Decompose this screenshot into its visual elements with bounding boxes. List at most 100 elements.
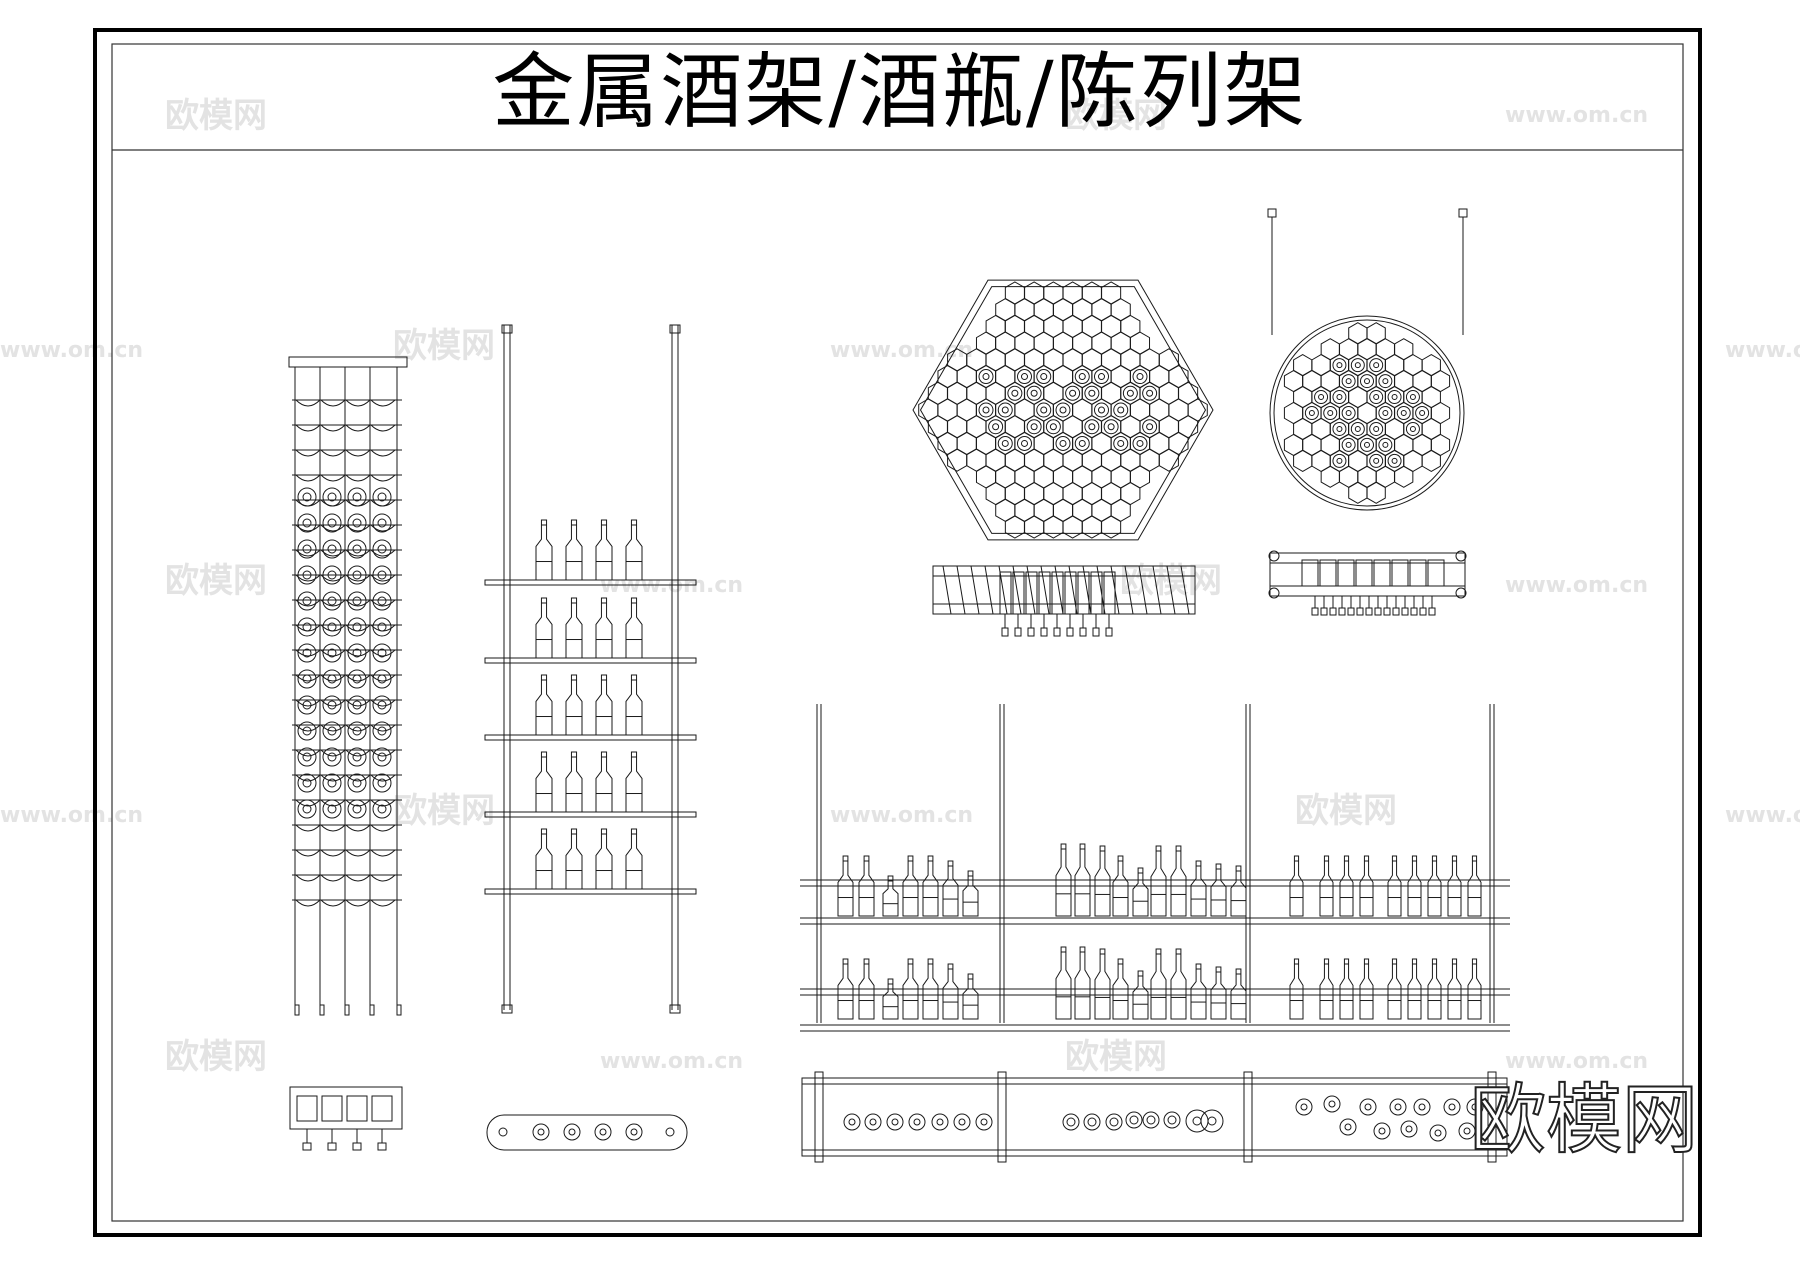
hexagon-rack-side-view	[932, 565, 1196, 637]
bottle	[1170, 845, 1187, 917]
bottle	[535, 519, 553, 581]
bottle	[1467, 958, 1482, 1020]
watermark-text: 欧模网	[1295, 791, 1397, 831]
bottle	[962, 870, 979, 917]
bottle	[1407, 958, 1422, 1020]
pole-shelf-wine-rack	[484, 324, 697, 1014]
bottle	[1170, 948, 1187, 1020]
bottle	[922, 958, 939, 1020]
watermark-url: www.om.cn	[1505, 103, 1648, 128]
bottle	[882, 875, 899, 917]
bottle	[902, 855, 919, 917]
bottle	[1230, 968, 1247, 1020]
brand-logo: 欧模网	[1469, 1075, 1699, 1164]
watermark-text: 欧模网	[393, 791, 495, 831]
watermark-url: www.om.cn	[600, 1049, 743, 1074]
hexagon-honeycomb-rack	[912, 279, 1214, 541]
bottle	[1210, 863, 1227, 917]
watermark-text: 欧模网	[1065, 96, 1167, 136]
bottle	[565, 597, 583, 659]
bottle	[942, 963, 959, 1020]
bottle	[942, 860, 959, 917]
bottle	[625, 597, 643, 659]
bottle	[1074, 843, 1091, 917]
bottle	[1387, 958, 1402, 1020]
watermark-url: www.om.cn	[1725, 338, 1800, 363]
bottle	[595, 674, 613, 736]
three-bay-display-shelf	[800, 704, 1510, 1032]
bottle	[595, 828, 613, 890]
watermark-url: www.om.cn	[0, 338, 143, 363]
drawing-title: 金属酒架/酒瓶/陈列架	[492, 45, 1308, 140]
bottle	[1132, 867, 1149, 917]
bottle	[1407, 855, 1422, 917]
bottle	[595, 597, 613, 659]
bottle	[1467, 855, 1482, 917]
watermark-url: www.om.cn	[0, 803, 143, 828]
inner-frame	[111, 43, 1684, 1222]
bottle	[1190, 963, 1207, 1020]
bottle	[962, 973, 979, 1020]
bottle	[1055, 946, 1072, 1020]
bottle	[1387, 855, 1402, 917]
bottle	[1359, 855, 1374, 917]
bottle	[1339, 958, 1354, 1020]
watermark-url: www.om.cn	[830, 803, 973, 828]
bottle	[837, 958, 854, 1020]
bottle	[858, 855, 875, 917]
bottle	[565, 519, 583, 581]
watermark-url: www.om.cn	[830, 338, 973, 363]
bottle	[1427, 855, 1442, 917]
bottle	[565, 674, 583, 736]
bottle	[1055, 843, 1072, 917]
column-wine-rack-plan	[289, 1086, 403, 1151]
bottle	[535, 828, 553, 890]
bottle	[625, 674, 643, 736]
bottle	[1150, 845, 1167, 917]
round-hanging-honeycomb-rack	[1267, 208, 1468, 511]
watermark-text: 欧模网	[1120, 561, 1222, 601]
bottle	[565, 751, 583, 813]
rack-drawings	[288, 208, 1510, 1163]
bottle	[858, 958, 875, 1020]
watermark-text: 欧模网	[165, 561, 267, 601]
bottle	[922, 855, 939, 917]
watermark-url: www.om.cn	[1505, 573, 1648, 598]
bottle	[1359, 958, 1374, 1020]
bottle	[535, 597, 553, 659]
bottle	[1112, 855, 1129, 917]
bottle	[1132, 970, 1149, 1020]
bottle	[1230, 865, 1247, 917]
bottle	[595, 751, 613, 813]
bottle	[625, 828, 643, 890]
bottle	[1210, 966, 1227, 1020]
bottle	[1319, 855, 1334, 917]
watermark-url: www.om.cn	[1505, 1049, 1648, 1074]
watermark-text: 欧模网	[165, 1037, 267, 1077]
bottle	[1289, 958, 1304, 1020]
bottle	[1289, 855, 1304, 917]
display-shelf-plan	[801, 1071, 1508, 1163]
bottle	[1074, 946, 1091, 1020]
bottle	[1319, 958, 1334, 1020]
bottle	[1112, 958, 1129, 1020]
bottle	[625, 519, 643, 581]
pole-shelf-rack-plan	[486, 1114, 688, 1151]
watermark-text: 欧模网	[165, 96, 267, 136]
bottle	[535, 674, 553, 736]
bottle	[1447, 855, 1462, 917]
bottle	[1190, 860, 1207, 917]
outer-frame	[93, 28, 1702, 1237]
bottle	[1094, 845, 1111, 917]
bottle	[1094, 948, 1111, 1020]
bottle	[1447, 958, 1462, 1020]
bottle	[902, 958, 919, 1020]
bottle	[535, 751, 553, 813]
column-wine-rack-front	[288, 356, 408, 1016]
bottle	[1427, 958, 1442, 1020]
watermark-text: 欧模网	[1065, 1037, 1167, 1077]
bottle	[1339, 855, 1354, 917]
watermark-text: 欧模网	[393, 326, 495, 366]
